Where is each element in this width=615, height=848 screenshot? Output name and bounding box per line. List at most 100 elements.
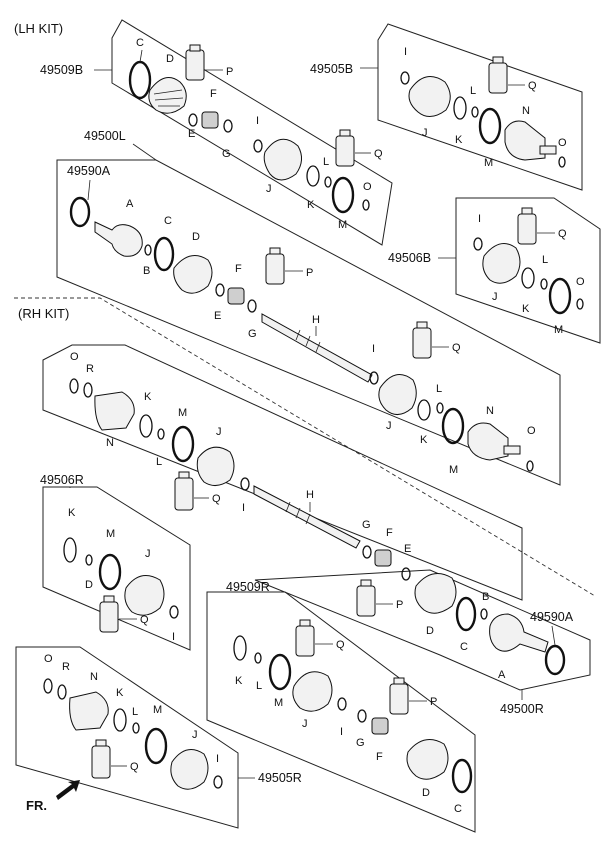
clip-o	[43, 678, 53, 694]
boot-j	[292, 671, 333, 712]
boot-j	[263, 138, 302, 181]
band-c	[451, 758, 473, 794]
leader-c	[139, 49, 143, 63]
clip-l	[254, 652, 262, 664]
panel-49500l	[56, 159, 561, 486]
band-k	[417, 399, 431, 421]
part-label-g: G	[222, 148, 231, 160]
panel-49500r-top	[42, 344, 523, 601]
clip-g	[247, 299, 257, 313]
part-label-n: N	[106, 437, 114, 449]
part-label-q: Q	[140, 614, 149, 626]
part-label-c: C	[460, 641, 468, 653]
part-label-j: J	[302, 718, 308, 730]
label-49500r: 49500R	[500, 702, 544, 716]
snap-ring-e	[215, 283, 225, 297]
boot-d	[414, 573, 457, 614]
ring-r	[83, 382, 93, 398]
part-label-a: A	[498, 669, 506, 681]
part-label-i: I	[340, 726, 343, 738]
part-label-q: Q	[528, 80, 537, 92]
boot-d	[173, 255, 213, 294]
housing-n	[69, 691, 109, 731]
boot-d-ribs	[153, 89, 184, 107]
damper-f	[371, 717, 389, 735]
part-label-p: P	[226, 66, 233, 78]
grease-tube-q	[91, 745, 111, 779]
part-label-f: F	[210, 88, 217, 100]
boot-d	[406, 739, 449, 780]
part-label-q: Q	[130, 761, 139, 773]
boot-j	[408, 76, 451, 117]
band-m	[98, 553, 122, 591]
cv-joint-a	[489, 613, 549, 653]
cv-joint-a	[94, 221, 143, 257]
clip-l	[157, 428, 165, 440]
damper-f	[201, 111, 219, 129]
part-label-f: F	[235, 263, 242, 275]
clip-l	[471, 106, 479, 118]
part-label-o: O	[558, 137, 567, 149]
part-label-i: I	[242, 502, 245, 514]
grease-tube-p	[389, 683, 409, 715]
grease-tube-q	[488, 62, 508, 94]
grease-tube-q-cap	[299, 619, 311, 627]
part-label-q: Q	[452, 342, 461, 354]
grease-tube-q-cap	[339, 129, 351, 137]
ring-i	[400, 71, 410, 85]
label-49509b: 49509B	[40, 63, 83, 77]
clip-l	[85, 554, 93, 566]
part-label-p: P	[396, 599, 403, 611]
grease-tube-q	[335, 135, 355, 167]
panel-49505r	[15, 646, 239, 829]
part-label-g: G	[362, 519, 371, 531]
part-label-j: J	[192, 729, 198, 741]
housing-n-stub	[539, 145, 557, 155]
part-label-l: L	[470, 85, 476, 97]
part-label-n: N	[522, 105, 530, 117]
part-label-i: I	[216, 753, 219, 765]
boot-j	[378, 374, 417, 415]
label-49505b: 49505B	[310, 62, 353, 76]
part-label-l: L	[132, 706, 138, 718]
band-k	[453, 96, 467, 120]
lh-kit-title: (LH KIT)	[14, 21, 63, 36]
band-m	[548, 277, 572, 315]
part-label-d: D	[85, 579, 93, 591]
part-label-j: J	[216, 426, 222, 438]
part-label-j: J	[266, 183, 272, 195]
clip-o	[362, 199, 370, 211]
part-label-m: M	[554, 324, 563, 336]
part-label-l: L	[436, 383, 442, 395]
leader-49590a-lh	[87, 179, 91, 201]
label-49590a-lh: 49590A	[67, 164, 111, 178]
grease-tube-q-cap	[178, 471, 190, 479]
band-m	[268, 653, 292, 691]
part-label-g: G	[356, 737, 365, 749]
part-label-m: M	[178, 407, 187, 419]
part-label-l: L	[256, 680, 262, 692]
band-m	[441, 407, 465, 445]
ring-i	[169, 605, 179, 619]
kit-separator-line	[14, 297, 596, 597]
rh-kit-title: (RH KIT)	[18, 306, 69, 321]
part-label-q: Q	[212, 493, 221, 505]
part-label-k: K	[68, 507, 76, 519]
part-label-f: F	[376, 751, 383, 763]
part-label-i: I	[256, 115, 259, 127]
grease-tube-q-cap	[95, 739, 107, 747]
part-label-m: M	[153, 704, 162, 716]
part-label-o: O	[527, 425, 536, 437]
grease-tube-p-cap	[189, 44, 201, 52]
part-label-l: L	[156, 456, 162, 468]
boot-j	[124, 575, 165, 616]
part-label-q: Q	[336, 639, 345, 651]
part-label-e: E	[188, 128, 195, 140]
band-m	[144, 727, 168, 765]
part-label-d: D	[192, 231, 200, 243]
snap-ring-e	[401, 567, 411, 581]
part-label-d: D	[426, 625, 434, 637]
band-k	[521, 267, 535, 289]
leader-49590a-rh	[551, 625, 556, 646]
label-49500l: 49500L	[84, 129, 126, 143]
